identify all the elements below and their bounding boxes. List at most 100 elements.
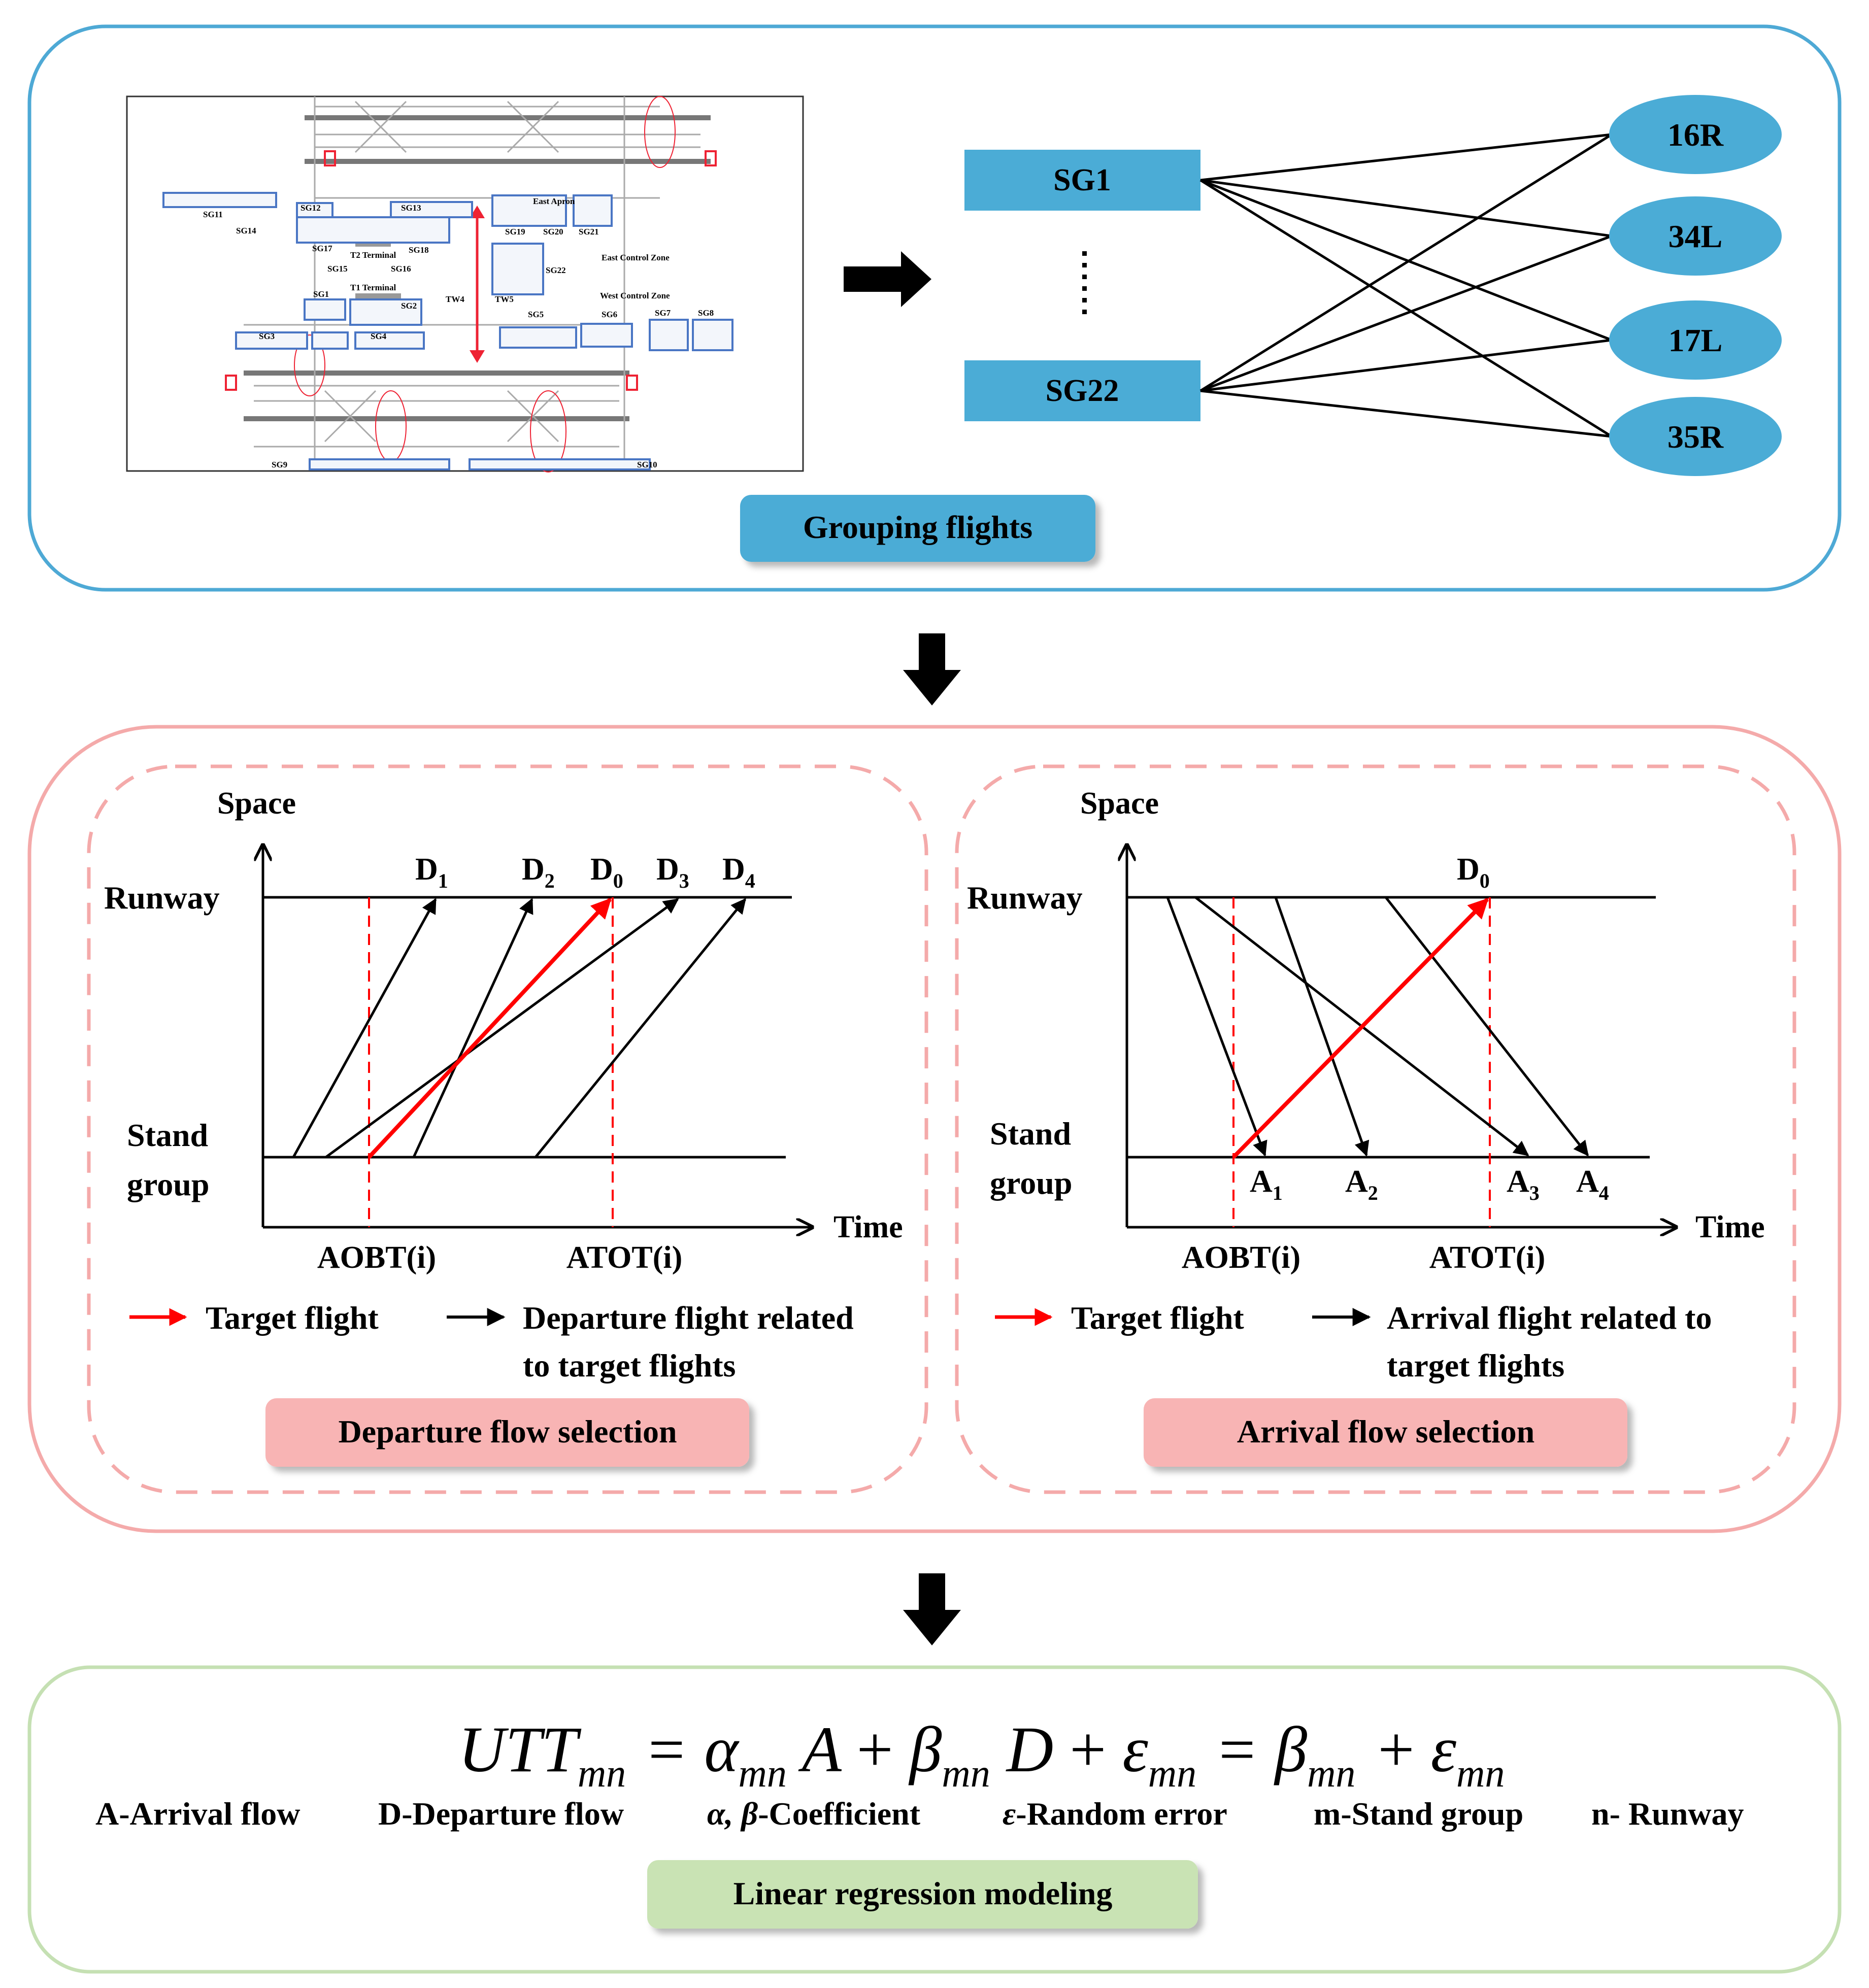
arrival-flight-a1 — [1166, 897, 1267, 1157]
departure-subpanel — [87, 764, 928, 1494]
flight-label: A2 — [1345, 1164, 1378, 1204]
departure-flight-d2 — [412, 898, 533, 1158]
arrival-chart: Space Time Runway Stand group AOBT(i) AT… — [967, 786, 1765, 1384]
map-label: East Apron — [533, 196, 575, 206]
map-label: SG21 — [579, 227, 599, 237]
map-label: SG17 — [312, 244, 332, 253]
departure-flight-d4 — [535, 898, 746, 1158]
departure-flight-d1 — [292, 898, 437, 1158]
legend-runway: n- Runway — [1591, 1796, 1744, 1832]
map-label: SG12 — [301, 203, 321, 213]
arrival-flow-selection-label — [1144, 1398, 1627, 1467]
map-label: SG18 — [409, 245, 429, 255]
linear-regression-modeling-text: Linear regression modeling — [733, 1875, 1113, 1911]
x-axis-title: Time — [833, 1210, 903, 1244]
legend-coefficient: α, β-Coefficient — [707, 1796, 921, 1832]
arrival-flow-selection-text: Arrival flow selection — [1237, 1413, 1535, 1450]
flight-label: A1 — [1250, 1164, 1283, 1204]
grouping-panel — [27, 24, 1842, 592]
map-label: SG1 — [313, 289, 329, 299]
runway-node-16r: 16R — [1609, 95, 1782, 174]
departure-flow-selection-label — [265, 1398, 749, 1467]
map-label: West Control Zone — [600, 291, 670, 300]
regression-panel — [27, 1665, 1842, 1974]
map-label: East Control Zone — [602, 253, 670, 262]
y-axis-title: Space — [217, 786, 296, 821]
target-flight-d0 — [368, 898, 612, 1159]
map-label: SG16 — [391, 264, 411, 274]
stand-label: group — [990, 1165, 1072, 1201]
flight-label: D3 — [656, 852, 689, 892]
legend-stand-group: m-Stand group — [1314, 1796, 1523, 1832]
map-label: SG5 — [528, 310, 544, 319]
legend-target-label: Target flight — [206, 1300, 379, 1336]
map-label: SG2 — [401, 301, 417, 311]
runway-label: Runway — [104, 880, 220, 916]
departure-flow-selection-text: Departure flow selection — [338, 1413, 677, 1450]
atot-label: ATOT(i) — [1429, 1240, 1546, 1275]
map-label: SG20 — [543, 227, 563, 237]
departure-flight-d3 — [325, 898, 679, 1159]
runway-node-34l: 34L — [1609, 196, 1782, 276]
map-label: T2 Terminal — [350, 250, 396, 260]
y-axis-title: Space — [1080, 786, 1159, 821]
map-label: SG13 — [401, 203, 421, 213]
flight-label: A3 — [1507, 1164, 1540, 1204]
map-label: SG22 — [546, 265, 566, 275]
flight-label: D1 — [415, 852, 448, 892]
regression-equation: UTTmn = αmn A + βmn D + εmn = βmn + εmn — [458, 1713, 1505, 1801]
stand-label: group — [127, 1166, 209, 1202]
stand-group-sg1: SG1 — [964, 150, 1200, 211]
flight-label: D0 — [590, 852, 623, 892]
arrival-flight-a2 — [1274, 897, 1370, 1157]
group-ellipsis — [1082, 251, 1087, 314]
grouping-flights-text: Grouping flights — [803, 509, 1032, 545]
stand-label: Stand — [127, 1117, 208, 1153]
group-runway-connections — [1199, 133, 1613, 438]
down-arrow-icon — [903, 633, 961, 705]
stand-group-label: SG1 — [1053, 163, 1111, 197]
map-label: SG9 — [272, 460, 287, 469]
arrival-flight-a4 — [1385, 896, 1589, 1157]
map-label: SG4 — [371, 331, 387, 341]
legend-target-label: Target flight — [1071, 1300, 1244, 1336]
x-axis-title: Time — [1695, 1210, 1765, 1244]
map-label: SG7 — [655, 308, 671, 318]
stand-group-sg22: SG22 — [964, 360, 1200, 421]
map-label: SG8 — [698, 308, 714, 318]
departure-chart: Space Time Runway Stand group AOBT(i) AT… — [104, 786, 903, 1384]
map-label: SG14 — [236, 226, 256, 235]
flight-label: D4 — [722, 852, 755, 892]
runway-node-label: 34L — [1668, 218, 1723, 254]
runway-node-label: 17L — [1668, 322, 1723, 358]
flight-label: A4 — [1576, 1164, 1609, 1204]
map-label: SG6 — [602, 310, 617, 319]
runway-node-label: 35R — [1667, 419, 1724, 455]
map-label: SG10 — [637, 460, 657, 469]
stand-label: Stand — [990, 1116, 1071, 1152]
legend-arrival-flow: A-Arrival flow — [95, 1796, 300, 1832]
flight-label: D0 — [1457, 852, 1490, 892]
runway-node-label: 16R — [1667, 117, 1724, 153]
down-arrow-icon — [903, 1573, 961, 1645]
legend-related-label: to target flights — [523, 1347, 736, 1384]
target-flight-d0 — [1232, 898, 1489, 1159]
runway-node-17l: 17L — [1609, 300, 1782, 380]
map-label: SG3 — [259, 331, 275, 341]
airport-map: SG11 SG14 SG12 SG13 SG17 T2 Terminal SG1… — [126, 95, 804, 473]
map-label: SG15 — [327, 264, 348, 274]
atot-label: ATOT(i) — [566, 1240, 683, 1275]
legend-related-label: Arrival flight related to — [1387, 1300, 1712, 1336]
flow-selection-panel — [27, 725, 1842, 1533]
map-label: TW4 — [446, 294, 464, 304]
linear-regression-modeling-label — [647, 1860, 1198, 1929]
legend-departure-flow: D-Departure flow — [378, 1796, 624, 1832]
legend-random-error: ε-Random error — [1003, 1796, 1227, 1832]
right-arrow-icon — [844, 251, 931, 307]
grouping-flights-label — [740, 495, 1095, 562]
map-label: SG11 — [203, 210, 223, 219]
aobt-label: AOBT(i) — [317, 1240, 436, 1275]
runway-node-35r: 35R — [1609, 397, 1782, 476]
map-label: TW5 — [495, 294, 514, 304]
